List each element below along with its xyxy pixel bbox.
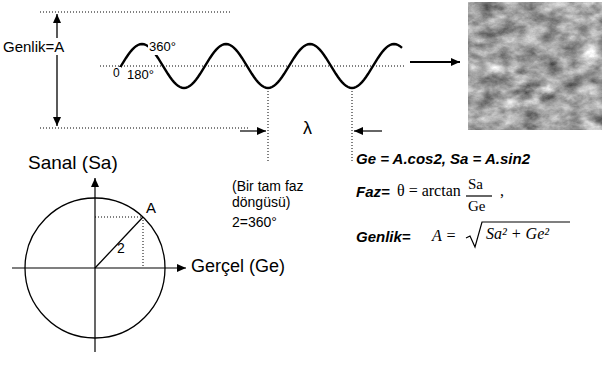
formula-text: ,	[500, 182, 504, 200]
point-label: A	[146, 199, 156, 216]
phase-mark: 0	[112, 67, 121, 81]
real-axis	[12, 267, 186, 268]
phase-mark: 360°	[148, 40, 177, 55]
amplitude-arrow	[56, 14, 57, 126]
projection-line	[95, 217, 143, 218]
formula-text: Ge	[468, 198, 486, 215]
formula-text: Sa	[468, 176, 483, 193]
phasor-line	[95, 217, 143, 268]
fraction-bar	[466, 195, 492, 196]
axis-line	[100, 66, 405, 67]
flow-arrow	[410, 61, 460, 63]
amplitude-label: Genlik=A	[2, 38, 65, 55]
wavelength-arrow	[240, 130, 266, 131]
formula-text: Faz=	[356, 183, 390, 200]
formula-text: θ = arctan	[397, 182, 461, 200]
radical-sign	[466, 222, 570, 247]
angle-label: 2	[117, 240, 125, 256]
formula-text: Sa² + Ge²	[486, 225, 549, 243]
formula-text: Ge = A.cos2, Sa = A.sin2	[356, 150, 530, 167]
axis-label: Sanal (Sa)	[28, 152, 118, 174]
note-text: 2=360°	[232, 214, 277, 230]
wavelength-label: λ	[303, 118, 312, 139]
formula-text: Genlik=	[356, 228, 411, 245]
guide-line	[352, 88, 353, 162]
wavelength-arrow	[354, 130, 382, 131]
guide-line	[268, 88, 269, 162]
formula-text: A =	[432, 227, 456, 245]
guide-line	[40, 128, 250, 129]
phase-mark: 180°	[126, 68, 155, 83]
sar-image	[468, 2, 602, 130]
projection-line	[143, 217, 144, 268]
guide-line	[40, 12, 230, 13]
note-text: (Bir tam faz döngüsü)	[232, 178, 324, 210]
axis-label: Gerçel (Ge)	[190, 256, 286, 277]
imaginary-axis	[94, 178, 95, 352]
